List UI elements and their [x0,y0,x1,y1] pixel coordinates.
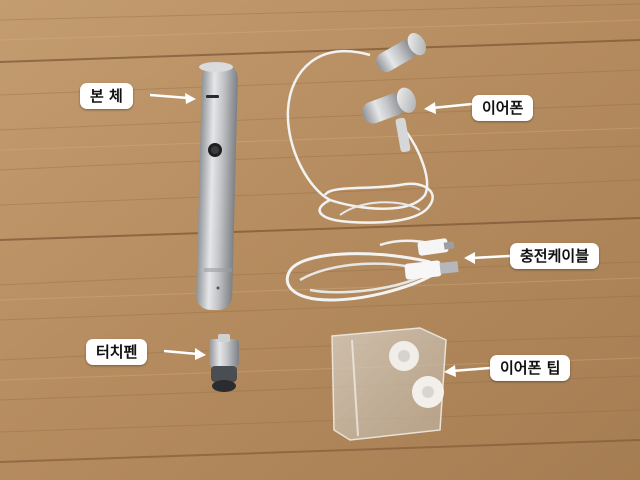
label-ear-tips: 이어폰 팁 [490,355,571,381]
label-earphones: 이어폰 [472,95,534,121]
label-charging-cable: 충전케이블 [510,243,600,269]
ear-tips-bag [331,327,447,441]
pen-body [196,62,238,311]
label-touch-pen: 터치펜 [86,339,148,365]
earphones [286,32,434,224]
label-body: 본 체 [80,83,133,109]
touch-pen-tip [209,334,239,392]
callout-arrows [149,93,511,377]
charging-cable [285,238,459,302]
